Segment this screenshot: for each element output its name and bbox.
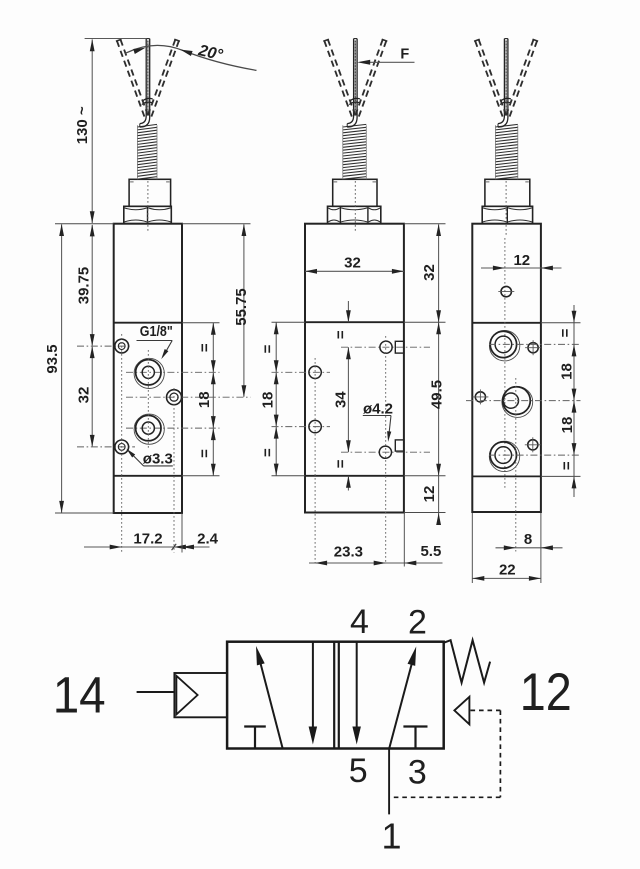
svg-text:32: 32 [421, 264, 438, 281]
svg-text:=: = [259, 448, 276, 457]
svg-text:18: 18 [196, 391, 213, 408]
svg-text:5.5: 5.5 [420, 543, 441, 560]
svg-text:5: 5 [349, 752, 368, 790]
svg-text:4: 4 [350, 603, 369, 641]
svg-text:32: 32 [76, 387, 93, 404]
svg-text:18: 18 [558, 363, 575, 380]
svg-text:12: 12 [520, 663, 572, 722]
svg-text:39.75: 39.75 [76, 267, 93, 305]
svg-text:20°: 20° [196, 42, 225, 64]
svg-text:3: 3 [408, 754, 427, 792]
svg-text:49.5: 49.5 [428, 380, 445, 409]
svg-text:=: = [557, 328, 574, 337]
svg-text:2.4: 2.4 [197, 530, 219, 547]
svg-text:22: 22 [499, 561, 516, 578]
svg-text:G1/8": G1/8" [140, 323, 173, 340]
svg-text:ø3.3: ø3.3 [143, 451, 173, 468]
svg-text:2: 2 [408, 603, 427, 641]
svg-text:93.5: 93.5 [44, 344, 61, 373]
svg-text:18: 18 [259, 392, 276, 409]
svg-text:12: 12 [421, 486, 438, 503]
svg-text:F: F [400, 46, 409, 62]
svg-text:130 ~: 130 ~ [74, 106, 91, 144]
svg-text:1: 1 [381, 816, 401, 857]
svg-text:=: = [332, 459, 349, 468]
svg-text:8: 8 [524, 531, 532, 548]
svg-text:14: 14 [53, 667, 106, 724]
svg-text:=: = [196, 343, 213, 352]
svg-text:=: = [259, 344, 276, 353]
svg-text:12: 12 [513, 252, 530, 269]
svg-text:=: = [196, 449, 213, 458]
svg-text:18: 18 [559, 417, 576, 434]
svg-text:=: = [558, 461, 575, 470]
svg-text:=: = [332, 330, 349, 339]
svg-text:55.75: 55.75 [233, 288, 250, 326]
svg-text:34: 34 [332, 391, 349, 408]
svg-text:23.3: 23.3 [334, 544, 363, 561]
svg-text:32: 32 [344, 255, 361, 272]
svg-text:17.2: 17.2 [133, 531, 162, 548]
svg-text:ø4.2: ø4.2 [363, 400, 393, 417]
